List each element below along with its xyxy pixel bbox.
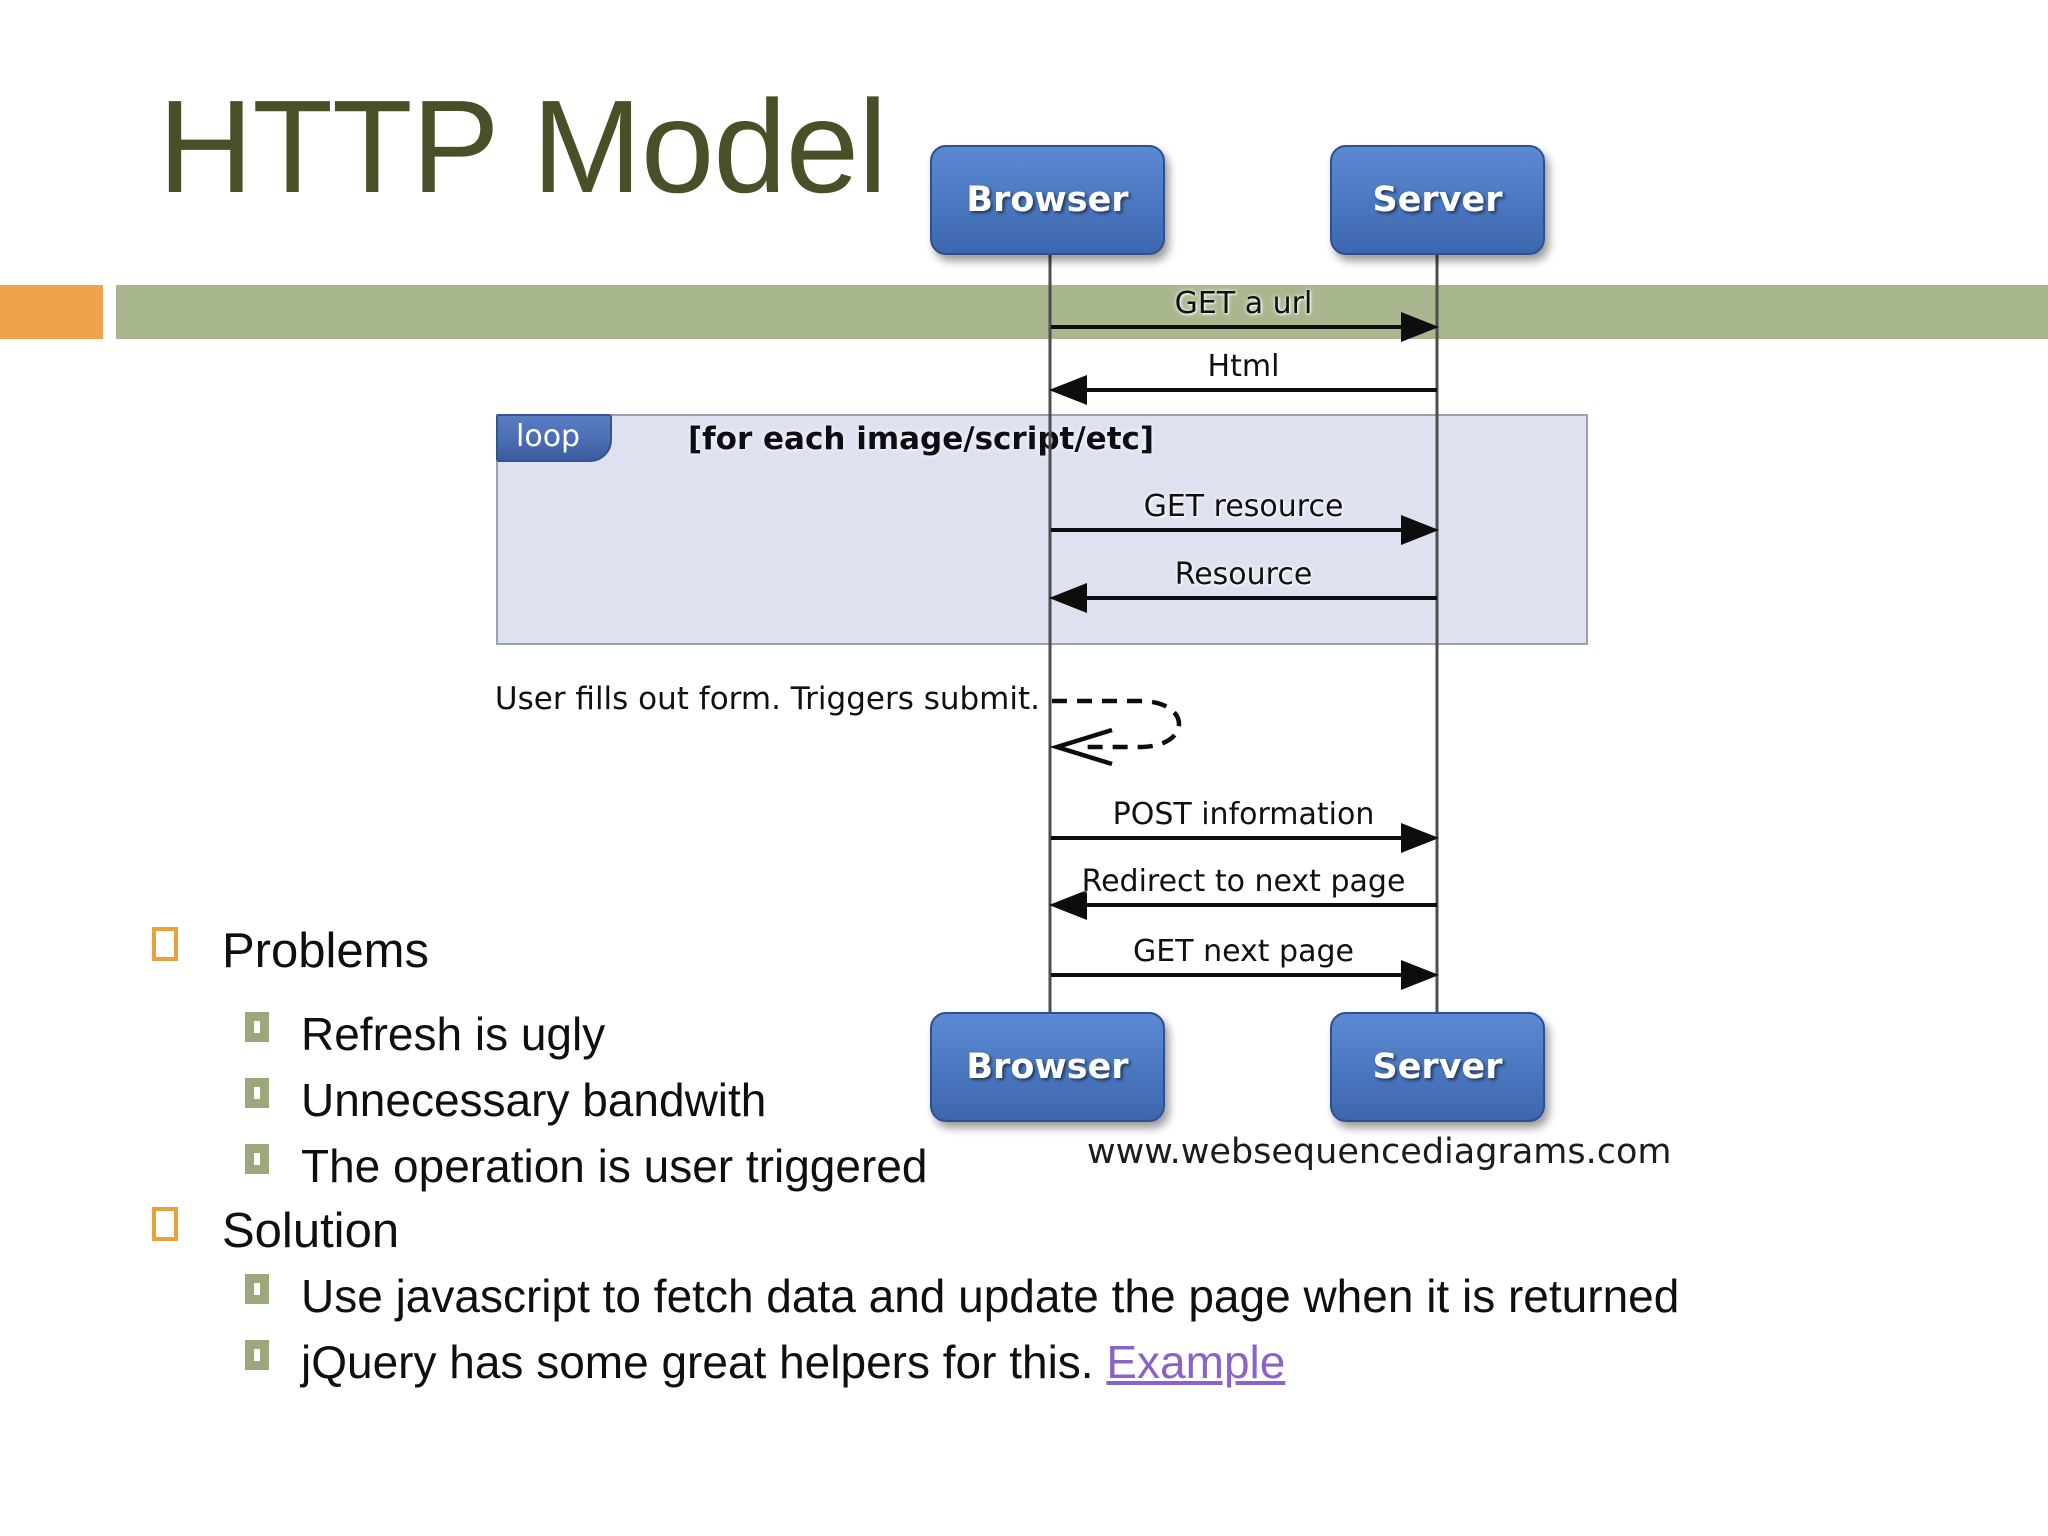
- list-item-solution: Solution: [152, 1203, 399, 1259]
- websequencediagrams-watermark: www.websequencediagrams.com: [1087, 1132, 1672, 1172]
- list-item-problems: Problems: [152, 923, 429, 979]
- message-label-get-next-page: GET next page: [1133, 934, 1354, 969]
- list-item-jquery-helpers: jQuery has some great helpers for this. …: [245, 1335, 1285, 1389]
- list-item-label: Refresh is ugly: [301, 1008, 606, 1060]
- bullet-square-sage-icon: [245, 1144, 269, 1174]
- message-label-html: Html: [1207, 349, 1280, 384]
- list-item-label: jQuery has some great helpers for this.: [301, 1336, 1107, 1388]
- bullet-square-sage-icon: [245, 1340, 269, 1370]
- list-item-label: The operation is user triggered: [301, 1140, 928, 1192]
- actor-browser-top: Browser: [930, 145, 1165, 255]
- message-label-post-information: POST information: [1112, 797, 1375, 832]
- bullet-square-orange-icon: [152, 1207, 178, 1241]
- list-item-use-javascript: Use javascript to fetch data and update …: [245, 1269, 1679, 1323]
- list-item-label: Solution: [222, 1204, 400, 1258]
- accent-bar-orange: [0, 285, 103, 339]
- message-label-get-resource: GET resource: [1143, 489, 1344, 524]
- actor-server-top: Server: [1330, 145, 1545, 255]
- actor-server-bottom: Server: [1330, 1012, 1545, 1122]
- list-item-label: Unnecessary bandwith: [301, 1074, 767, 1126]
- message-label-redirect-next-page: Redirect to next page: [1081, 864, 1406, 899]
- page-title: HTTP Model: [158, 73, 887, 220]
- message-label-get-a-url: GET a url: [1174, 286, 1313, 321]
- loop-label-tab: loop: [496, 414, 612, 462]
- list-item-unnecessary-bandwith: Unnecessary bandwith: [245, 1073, 766, 1127]
- bullet-square-sage-icon: [245, 1078, 269, 1108]
- bullet-square-sage-icon: [245, 1274, 269, 1304]
- list-item-refresh-ugly: Refresh is ugly: [245, 1007, 605, 1061]
- actor-browser-bottom: Browser: [930, 1012, 1165, 1122]
- bullet-square-sage-icon: [245, 1012, 269, 1042]
- list-item-label: Problems: [222, 924, 429, 978]
- accent-bar-green: [116, 285, 2048, 339]
- example-link[interactable]: Example: [1106, 1336, 1286, 1388]
- bullet-square-orange-icon: [152, 927, 178, 961]
- list-item-user-triggered: The operation is user triggered: [245, 1139, 927, 1193]
- loop-condition: [for each image/script/etc]: [688, 421, 1155, 457]
- message-label-resource: Resource: [1174, 557, 1313, 592]
- message-label-user-fills-form: User fills out form. Triggers submit.: [494, 681, 1040, 717]
- list-item-label: Use javascript to fetch data and update …: [301, 1270, 1680, 1322]
